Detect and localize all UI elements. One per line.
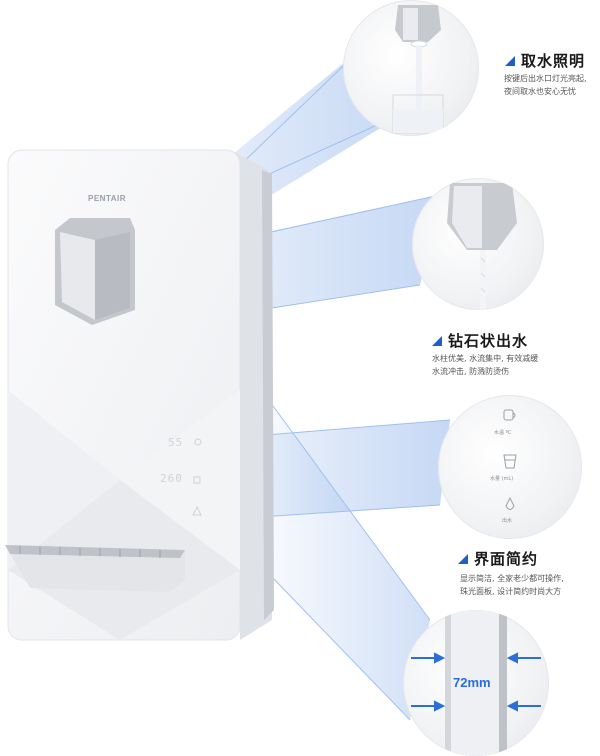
panel-label-volume: 水量 (mL) bbox=[490, 476, 514, 482]
zoom-circle-lighting bbox=[343, 0, 479, 136]
triangle-marker-icon bbox=[505, 55, 515, 66]
volume-display: 260 bbox=[160, 472, 183, 485]
triangle-marker-icon bbox=[458, 553, 468, 564]
feature-title-diamond: 钻石状出水 bbox=[432, 330, 528, 351]
feature-desc-diamond: 水柱优美, 水流集中, 有效减缓 水流冲击, 防溅防烫伤 bbox=[432, 354, 539, 376]
feature-title-interface: 界面简约 bbox=[458, 548, 538, 569]
feature-desc-lighting: 按键后出水口灯光亮起, 夜间取水也安心无忧 bbox=[504, 74, 587, 96]
feature-desc-interface: 显示简洁, 全家老少都可操作, 珠光面板, 设计简约时尚大方 bbox=[460, 574, 564, 596]
temperature-display: 55 bbox=[168, 436, 184, 449]
panel-label-temperature: 水温 ºC bbox=[494, 430, 512, 436]
feature-title-lighting: 取水照明 bbox=[505, 50, 585, 71]
zoom-circle-thickness: 72mm bbox=[403, 610, 549, 756]
droplet-icon bbox=[505, 496, 515, 510]
triangle-marker-icon bbox=[432, 335, 442, 346]
zoom-circle-diamond bbox=[412, 178, 544, 310]
panel-label-dispense: 出水 bbox=[502, 518, 513, 524]
thickness-illustration bbox=[411, 610, 541, 756]
water-dispenser bbox=[5, 149, 274, 641]
faucet-lit-illustration bbox=[392, 5, 444, 134]
zoom-circle-panel: 水温 ºC 水量 (mL) 出水 bbox=[438, 395, 582, 539]
dimension-label: 72mm bbox=[453, 675, 491, 690]
faucet-stream-illustration bbox=[447, 183, 517, 310]
cup-icon bbox=[503, 454, 517, 469]
beam-thickness bbox=[265, 395, 430, 720]
brand-logo: PENTAIR bbox=[88, 194, 127, 203]
mug-icon bbox=[503, 409, 516, 421]
